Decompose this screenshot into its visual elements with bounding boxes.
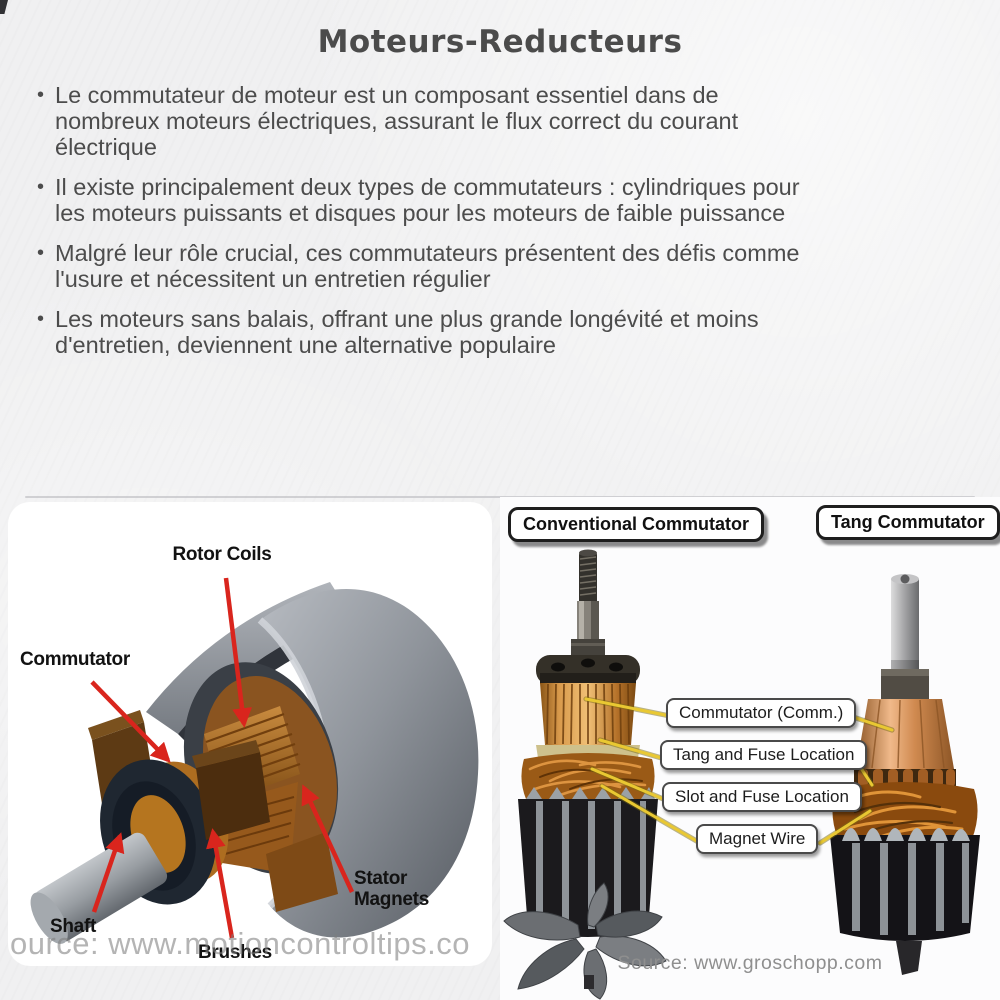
- corner-artifact: [0, 0, 8, 14]
- page-title: Moteurs-Reducteurs: [317, 24, 683, 60]
- label-stator-magnets: Stator Magnets: [354, 868, 429, 910]
- brush-block-bottom-top: [192, 740, 260, 768]
- label-commutator: Commutator: [20, 649, 130, 670]
- bullet-item: Les moteurs sans balais, offrant une plu…: [36, 306, 966, 358]
- callout-slot-fuse-location: Slot and Fuse Location: [662, 782, 862, 812]
- callout-magnet-wire: Magnet Wire: [696, 824, 819, 854]
- bullet-list: Le commutateur de moteur est un composan…: [36, 82, 966, 372]
- commutator-comparison-figure: Conventional Commutator Tang Commutator …: [500, 497, 1000, 1000]
- rotor-coil-stack-bottom: [266, 832, 338, 912]
- conventional-armature: [503, 549, 667, 1000]
- label-rotor-coils: Rotor Coils: [172, 544, 272, 565]
- callout-tang-fuse-location: Tang and Fuse Location: [660, 740, 868, 770]
- red-arrow-stator-magnets: [301, 784, 355, 893]
- motor-cutaway-drawing: [30, 577, 479, 944]
- commutator-photos-drawing: [503, 549, 980, 1000]
- bullet-item: Malgré leur rôle crucial, ces commutateu…: [36, 240, 966, 292]
- fan-blades: [503, 882, 667, 1000]
- callout-commutator: Commutator (Comm.): [666, 698, 857, 728]
- watermark-motioncontroltips: ource: www.motioncontroltips.co: [10, 926, 471, 961]
- label-shaft: Shaft: [50, 916, 97, 937]
- callout-lines: [584, 697, 894, 845]
- tang-armature: [830, 574, 980, 975]
- brush-block-bottom: [196, 752, 270, 840]
- label-brushes: Brushes: [198, 942, 272, 963]
- red-arrow-rotor-coils: [223, 577, 252, 728]
- bullet-item: Il existe principalement deux types de c…: [36, 174, 966, 226]
- tang-shaft-stub: [896, 941, 922, 975]
- badge-conventional-commutator: Conventional Commutator: [508, 507, 765, 542]
- source-groschopp: Source: www.groschopp.com: [617, 952, 883, 974]
- badge-tang-commutator: Tang Commutator: [816, 505, 1000, 540]
- brush-block-left-top: [88, 710, 144, 740]
- red-arrow-shaft: [91, 832, 125, 913]
- red-arrow-commutator: [90, 680, 171, 763]
- tang-commutator-cylinder: [856, 699, 954, 769]
- bullet-item: Le commutateur de moteur est un composan…: [36, 82, 966, 160]
- red-arrow-brushes: [206, 828, 235, 939]
- motor-cutaway-figure: Rotor Coils Commutator Shaft Brushes Sta…: [8, 502, 492, 966]
